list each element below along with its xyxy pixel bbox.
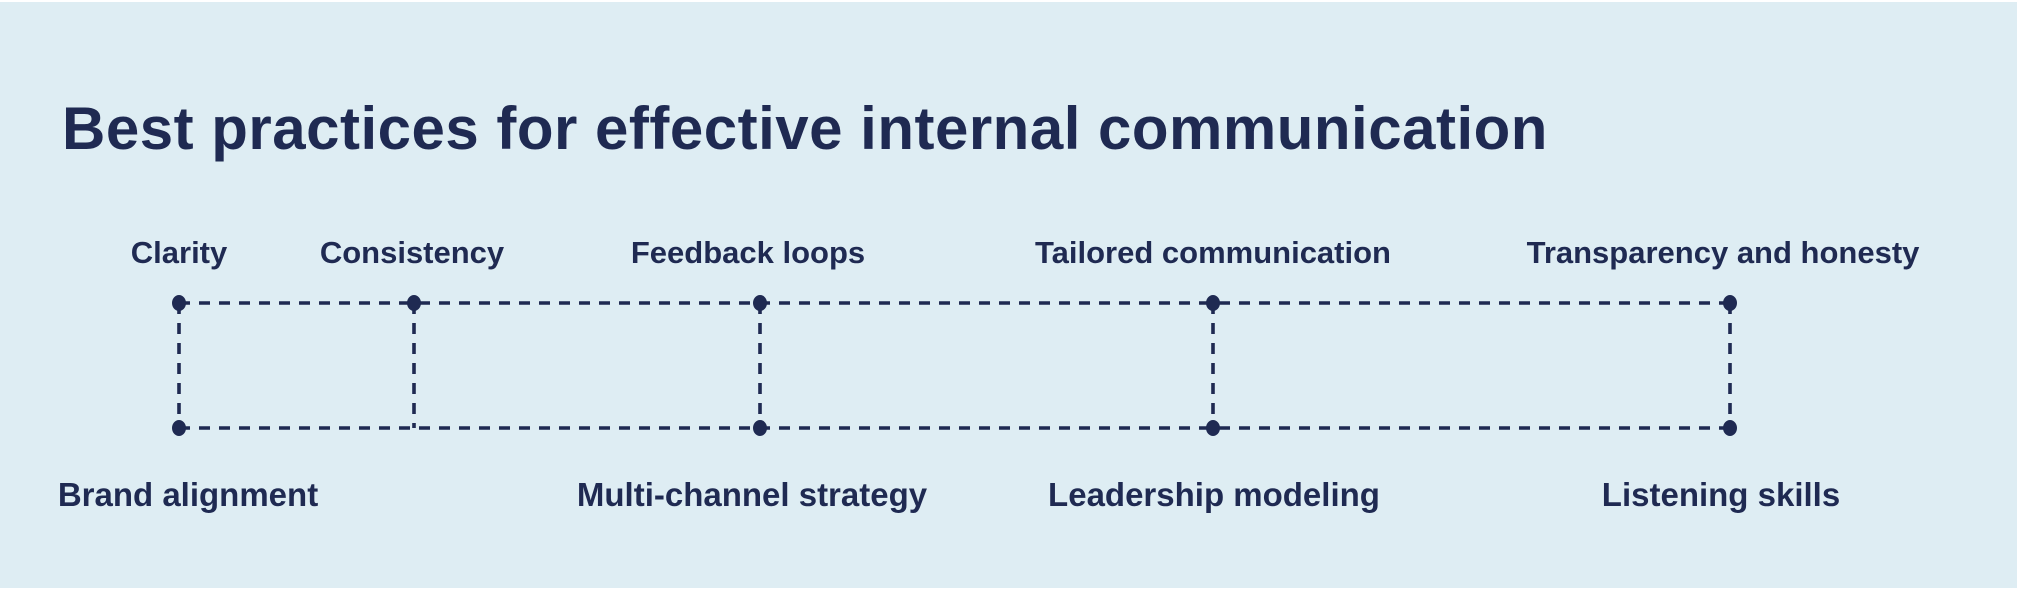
- top-label-consistency: Consistency: [319, 235, 505, 270]
- node-dot-top-transparency: [1723, 295, 1737, 311]
- top-label-transparency-honesty: Transparency and honesty: [1526, 235, 1920, 270]
- node-dot-bottom-brand-alignment: [172, 420, 186, 436]
- bottom-label-listening-skills: Listening skills: [1601, 476, 1841, 513]
- node-dot-top-consistency: [407, 295, 421, 311]
- bottom-label-leadership-modeling: Leadership modeling: [1048, 476, 1380, 513]
- node-dot-top-clarity: [172, 295, 186, 311]
- top-label-tailored-communication: Tailored communication: [1035, 235, 1391, 270]
- node-dot-bottom-leadership: [1206, 420, 1220, 436]
- top-label-feedback-loops: Feedback loops: [630, 235, 866, 270]
- bottom-label-brand-alignment: Brand alignment: [57, 476, 319, 513]
- node-dot-bottom-listening: [1723, 420, 1737, 436]
- bottom-label-multi-channel-strategy: Multi-channel strategy: [576, 476, 928, 513]
- node-dot-top-feedback-loops: [753, 295, 767, 311]
- top-label-clarity: Clarity: [130, 235, 228, 270]
- page-title: Best practices for effective internal co…: [62, 95, 1548, 162]
- node-dot-top-tailored: [1206, 295, 1220, 311]
- node-dot-bottom-multi-channel: [753, 420, 767, 436]
